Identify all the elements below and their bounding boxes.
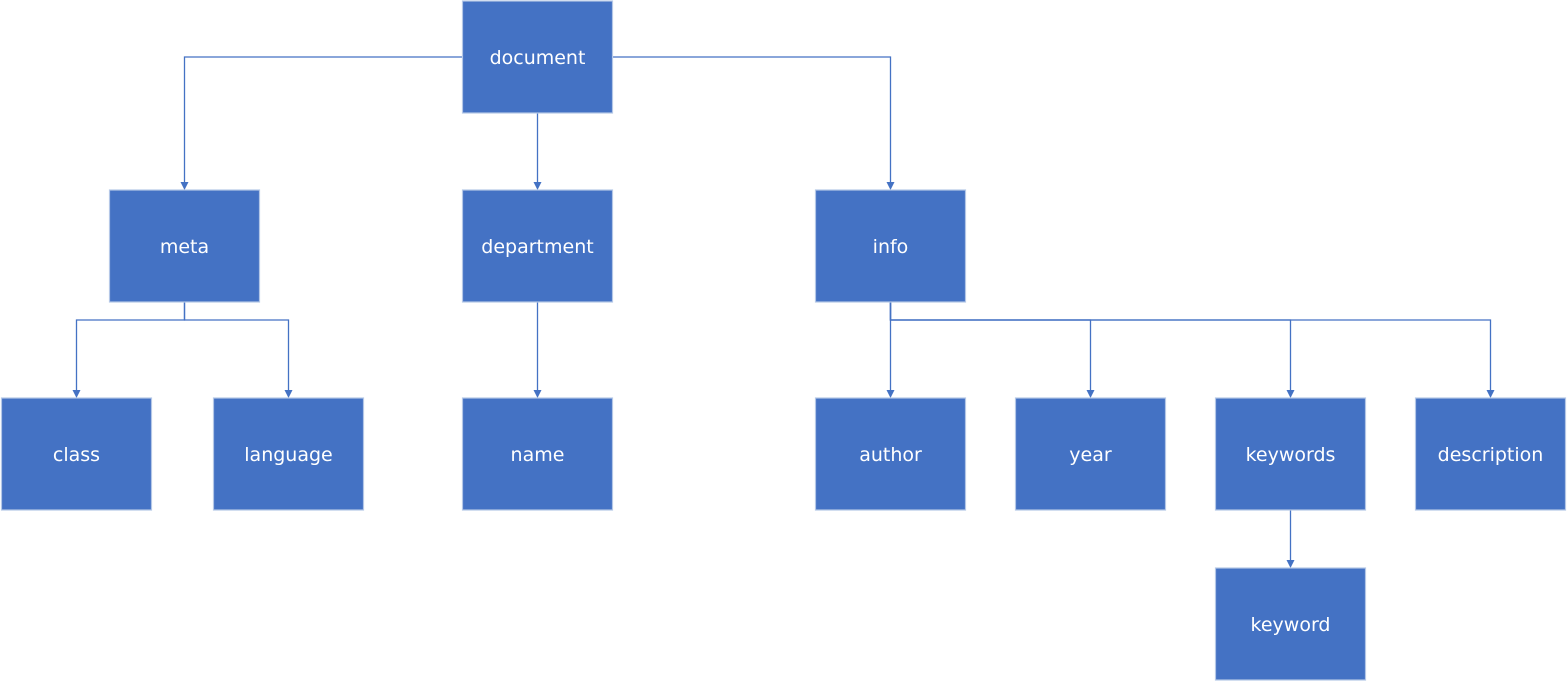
connector-meta-to-class xyxy=(75,302,186,390)
node-label-info: info xyxy=(873,236,909,258)
node-author: author xyxy=(814,397,967,511)
node-box-author xyxy=(814,397,967,511)
arrow-head-year xyxy=(1086,390,1095,398)
node-language: language xyxy=(212,397,365,511)
arrow-head-author xyxy=(886,390,895,398)
node-box-info xyxy=(814,189,967,303)
node-box-description xyxy=(1414,397,1567,511)
connector-meta-to-language xyxy=(183,302,290,390)
node-label-name: name xyxy=(511,444,565,466)
node-keywords: keywords xyxy=(1214,397,1367,511)
node-label-author: author xyxy=(859,444,922,466)
node-box-class xyxy=(0,397,153,511)
arrow-head-info xyxy=(886,182,895,190)
node-label-keywords: keywords xyxy=(1246,444,1336,466)
node-label-description: description xyxy=(1438,444,1544,466)
connector-info-to-year xyxy=(889,302,1092,390)
node-meta: meta xyxy=(108,189,261,303)
node-description: description xyxy=(1414,397,1567,511)
node-label-class: class xyxy=(53,444,100,466)
node-box-department xyxy=(461,189,614,303)
connector-document-to-meta xyxy=(183,56,463,182)
arrow-head-class xyxy=(72,390,81,398)
node-year: year xyxy=(1014,397,1167,511)
node-box-year xyxy=(1014,397,1167,511)
node-label-document: document xyxy=(490,47,586,69)
arrow-head-description xyxy=(1486,390,1495,398)
arrow-head-department xyxy=(533,182,542,190)
node-box-keywords xyxy=(1214,397,1367,511)
node-name: name xyxy=(461,397,614,511)
node-label-department: department xyxy=(481,236,593,258)
node-class: class xyxy=(0,397,153,511)
node-label-keyword: keyword xyxy=(1251,614,1331,636)
node-label-meta: meta xyxy=(160,236,209,258)
node-keyword: keyword xyxy=(1214,567,1367,681)
arrow-head-keywords xyxy=(1286,390,1295,398)
arrow-head-language xyxy=(284,390,293,398)
node-department: department xyxy=(461,189,614,303)
node-box-document xyxy=(461,0,614,114)
arrow-head-name xyxy=(533,390,542,398)
connectors xyxy=(72,56,1495,568)
node-box-language xyxy=(212,397,365,511)
node-box-name xyxy=(461,397,614,511)
node-box-meta xyxy=(108,189,261,303)
arrow-head-meta xyxy=(180,182,189,190)
connector-info-to-description xyxy=(889,302,1492,390)
node-label-language: language xyxy=(244,444,332,466)
node-box-keyword xyxy=(1214,567,1367,681)
arrow-head-keyword xyxy=(1286,560,1295,568)
node-info: info xyxy=(814,189,967,303)
node-label-year: year xyxy=(1069,444,1112,466)
node-document: document xyxy=(461,0,614,114)
connector-document-to-info xyxy=(612,56,892,182)
